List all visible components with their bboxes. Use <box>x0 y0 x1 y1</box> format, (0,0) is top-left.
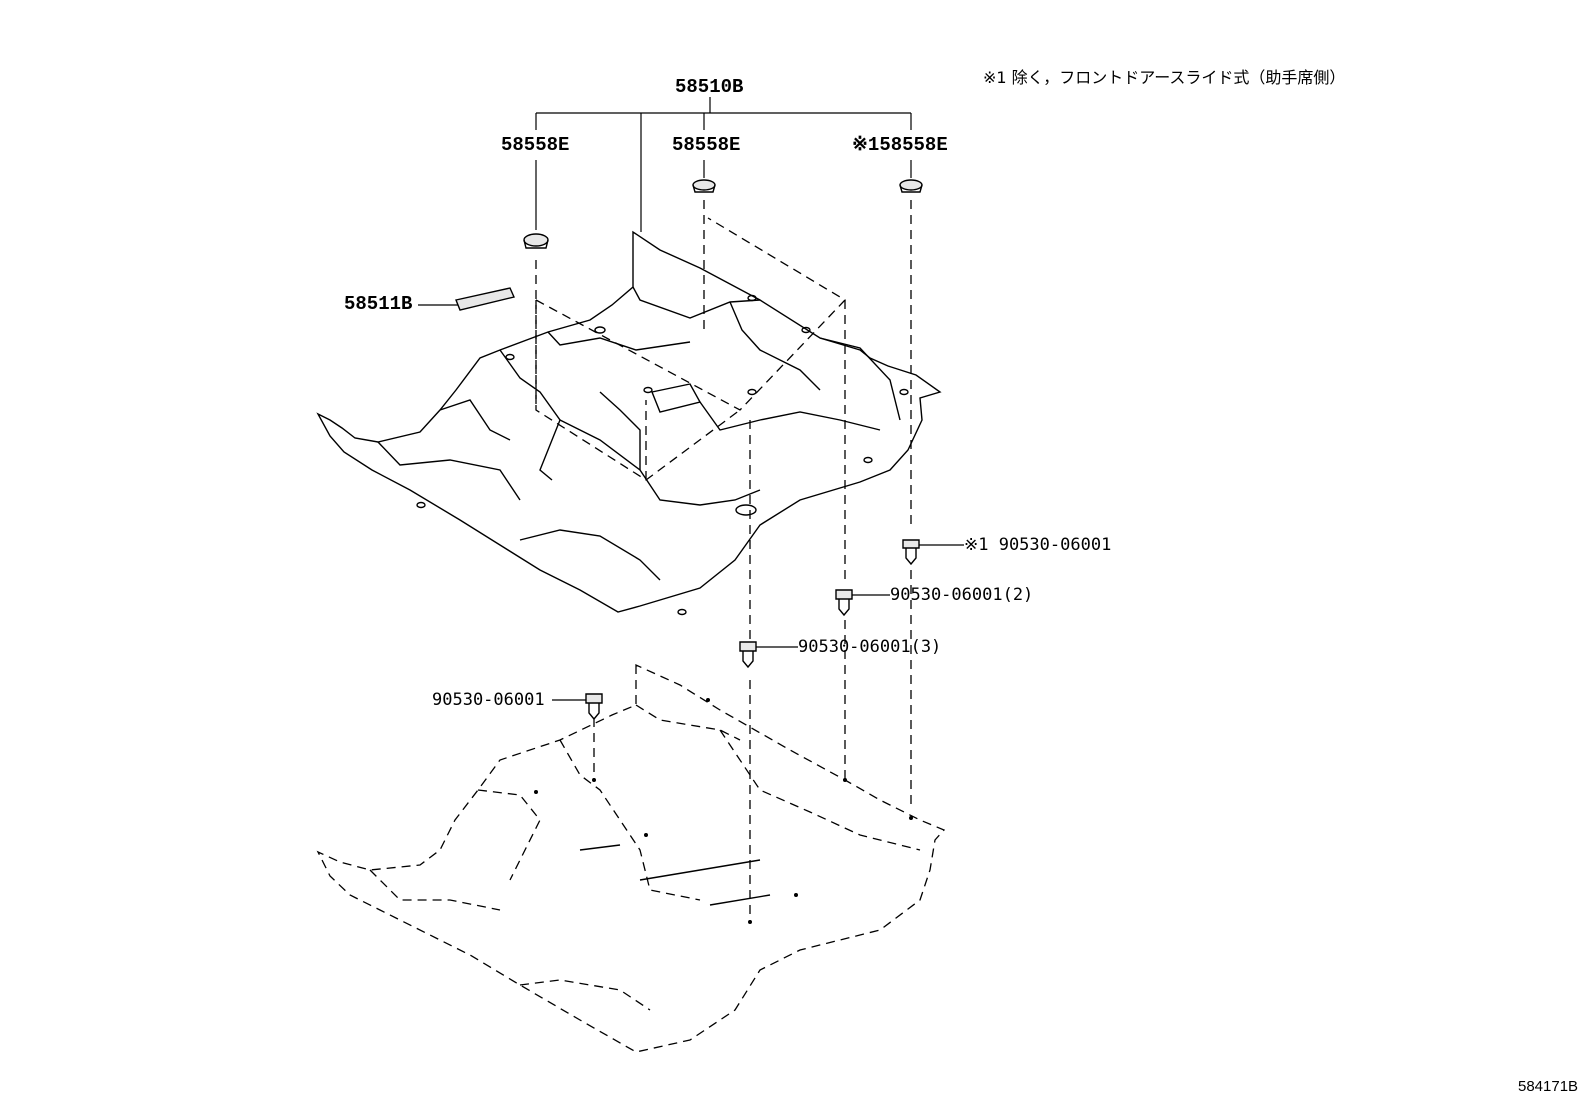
part-label-58510B: 58510B <box>675 76 744 98</box>
grommet-58558E-left <box>523 233 549 249</box>
part-label-58511B: 58511B <box>344 293 413 315</box>
clip-3 <box>739 641 798 669</box>
grommet-58558E-mid <box>692 179 716 193</box>
part-label-clip-single: 90530-06001 <box>432 690 545 710</box>
part-label-58558E-mid: 58558E <box>672 134 741 156</box>
leader-58510B <box>535 97 912 232</box>
part-label-clip-3: 90530-06001(3) <box>798 637 942 657</box>
pad-58511B <box>418 287 515 311</box>
exclusion-note: ※1 除く，フロントドアースライド式（助手席側） <box>983 68 1346 87</box>
alignment-lines <box>535 200 912 922</box>
upper-dash-box <box>535 217 847 481</box>
part-label-58558E-left: 58558E <box>501 134 570 156</box>
part-label-58558E-right: ※158558E <box>852 134 948 156</box>
floor-panel-lower <box>316 663 946 1053</box>
part-label-clip-right: ※1 90530-06001 <box>964 535 1112 555</box>
clip-2 <box>835 589 890 617</box>
figure-id: 584171B <box>1518 1078 1579 1095</box>
clip-right <box>902 539 964 566</box>
grommet-58558E-right <box>899 179 923 193</box>
clip-single <box>552 693 603 721</box>
part-label-clip-2: 90530-06001(2) <box>890 585 1034 605</box>
floor-carpet-upper <box>316 230 942 616</box>
